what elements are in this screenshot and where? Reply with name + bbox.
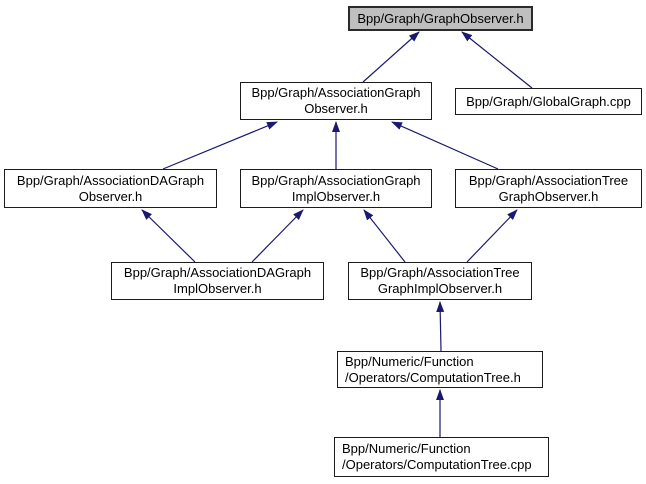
- node-global-graph-cpp[interactable]: Bpp/Graph/GlobalGraph.cpp: [455, 88, 642, 115]
- edge-global-graph-cpp-to-graph-observer-h: [461, 31, 533, 89]
- node-label-line: ImplObserver.h: [291, 188, 381, 204]
- node-label-line: Bpp/Numeric/Function: [342, 441, 471, 456]
- node-label-line: ImplObserver.h: [173, 281, 262, 296]
- node-label-line: Bpp/Numeric/Function: [345, 353, 474, 369]
- node-graph-observer-h: Bpp/Graph/GraphObserver.h: [348, 6, 533, 31]
- node-label-line: Bpp/Graph/GraphObserver.h: [357, 10, 524, 26]
- node-computation-tree-cpp[interactable]: Bpp/Numeric/Function/Operators/Computati…: [334, 437, 549, 477]
- node-label-line: Bpp/Graph/AssociationDAGraph: [123, 265, 312, 280]
- node-label-line: /Operators/ComputationTree.cpp: [342, 457, 532, 472]
- node-computation-tree-h[interactable]: Bpp/Numeric/Function/Operators/Computati…: [337, 351, 543, 388]
- edge-association-da-graph-impl-observer-h-to-association-da-graph-observer-h: [141, 209, 196, 263]
- node-label-line: Bpp/Graph/AssociationDAGraph: [16, 172, 205, 188]
- edge-computation-tree-h-to-association-tree-graph-impl-observer-h: [436, 301, 445, 352]
- node-label-line: Bpp/Graph/GlobalGraph.cpp: [466, 93, 631, 109]
- node-label-line: /Operators/ComputationTree.h: [345, 369, 521, 385]
- edge-association-da-graph-observer-h-to-association-graph-observer-h: [162, 121, 278, 170]
- node-label-line: Observer.h: [78, 188, 143, 204]
- edge-association-tree-graph-observer-h-to-association-graph-observer-h: [391, 121, 499, 170]
- edge-association-tree-graph-impl-observer-h-to-association-tree-graph-observer-h: [466, 209, 518, 263]
- node-label-line: GraphObserver.h: [498, 188, 599, 204]
- node-label-line: Bpp/Graph/AssociationGraph: [251, 172, 421, 188]
- node-label-line: Observer.h: [304, 101, 368, 116]
- node-label-line: Bpp/Graph/AssociationGraph: [251, 85, 421, 100]
- edge-association-tree-graph-impl-observer-h-to-association-graph-impl-observer-h: [363, 209, 406, 263]
- node-label-line: GraphImplObserver.h: [377, 281, 503, 296]
- node-label-line: Bpp/Graph/AssociationTree: [360, 265, 520, 280]
- node-label-line: Bpp/Graph/AssociationTree: [468, 172, 629, 188]
- edge-association-da-graph-impl-observer-h-to-association-graph-impl-observer-h: [251, 209, 304, 263]
- edge-association-graph-observer-h-to-graph-observer-h: [362, 31, 420, 83]
